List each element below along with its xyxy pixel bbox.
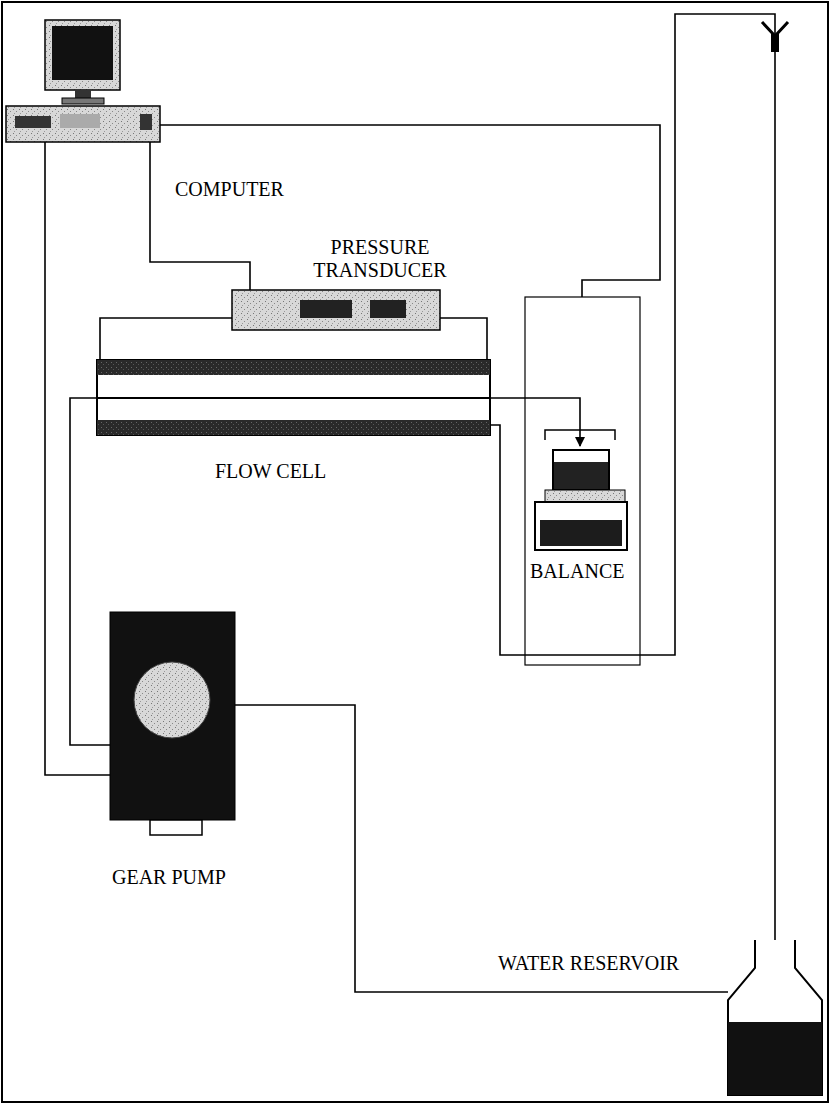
connector-line [45, 142, 110, 775]
connector-line [490, 398, 580, 446]
connector-line [70, 398, 110, 745]
balance-symbol [525, 297, 640, 665]
connector-line [490, 14, 775, 940]
transducer-node: PRESSURE TRANSDUCER [232, 290, 440, 330]
gear-pump-symbol [110, 612, 235, 835]
device-label: WATER RESERVOIR [498, 952, 718, 975]
reservoir-symbol [728, 940, 822, 1095]
gear-pump-node: GEAR PUMP [110, 612, 235, 835]
flow-cell-node: FLOW CELL [97, 360, 490, 435]
device-label: FLOW CELL [215, 460, 415, 483]
transducer-symbol [232, 290, 440, 330]
reservoir-node: WATER RESERVOIR [728, 940, 822, 1095]
connector-line [150, 142, 250, 290]
device-label: PRESSURE TRANSDUCER [300, 236, 460, 282]
device-label: BALANCE [530, 560, 638, 583]
connector-line [100, 318, 232, 360]
balance-node: BALANCE [525, 297, 640, 665]
computer-node: COMPUTER [6, 18, 160, 142]
device-label: COMPUTER [175, 178, 375, 201]
connector-line [440, 318, 487, 360]
flow-cell-symbol [97, 360, 490, 435]
connector-line [160, 125, 660, 297]
computer-symbol [6, 20, 160, 142]
device-label: GEAR PUMP [112, 866, 312, 889]
connector-line [235, 705, 728, 992]
